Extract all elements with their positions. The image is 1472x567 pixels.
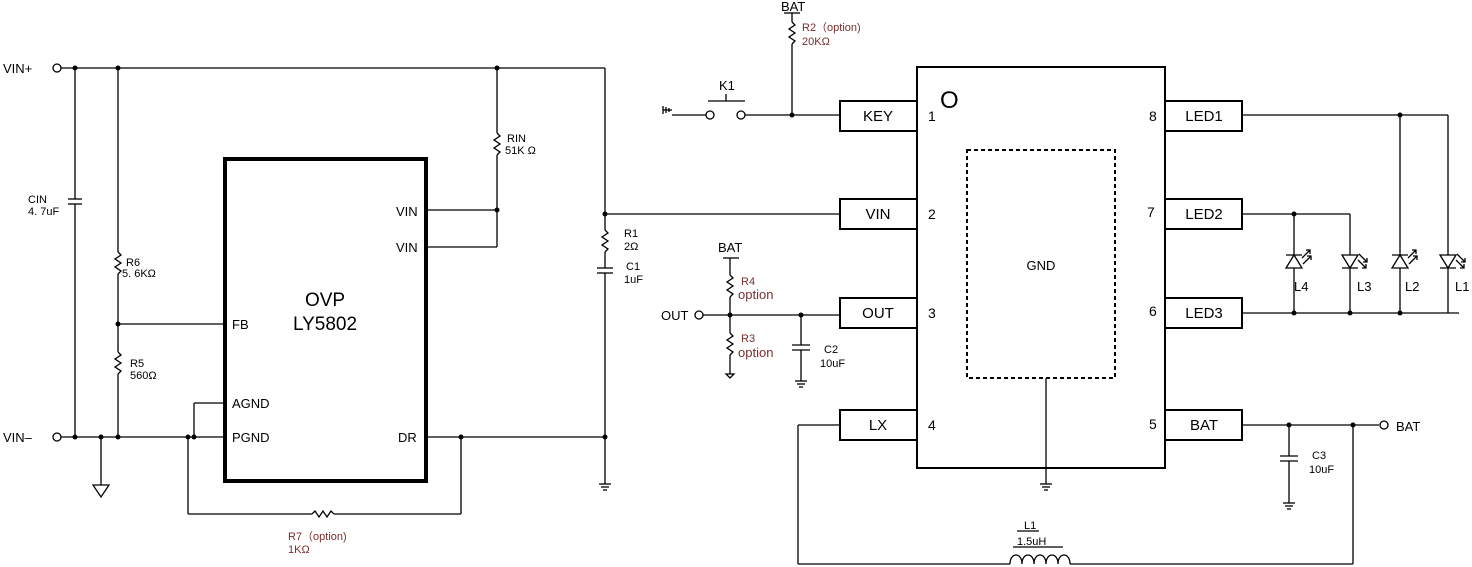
c3-value: 10uF [1309, 464, 1334, 476]
r2-value: 20KΩ [802, 36, 830, 48]
r7-ref: R7（option) [288, 530, 347, 543]
k1-contact-right [736, 110, 746, 120]
led-l1-icon [1438, 254, 1458, 270]
r2-ref: R2（option) [802, 21, 861, 34]
r3-ref: R3 [741, 333, 755, 345]
bat-mid-label: BAT [718, 240, 742, 255]
c2-ref: C2 [824, 344, 838, 356]
pin-num-6: 6 [1149, 303, 1157, 319]
led-l3-label: L3 [1357, 279, 1371, 294]
r6-value: 5. 6KΩ [122, 268, 156, 280]
ovp-pin-vin1: VIN [396, 204, 418, 219]
pin-num-5: 5 [1149, 416, 1157, 432]
driver-section: O GND KEY 1 VIN 2 OUT 3 LX 4 LED1 8 LED2… [661, 0, 1469, 565]
c1-value: 1uF [624, 274, 643, 286]
led-l2-icon [1390, 253, 1410, 269]
r7-value: 1KΩ [288, 544, 310, 556]
bat-right-terminal [1379, 420, 1389, 430]
pin-num-7: 7 [1147, 204, 1155, 220]
r4-ref: R4 [741, 276, 755, 288]
pin-led1: LED1 [1185, 108, 1223, 125]
driver-chip [916, 66, 1166, 469]
pin-out: OUT [862, 305, 894, 322]
led-l1-label: L1 [1455, 279, 1469, 294]
vin-minus-label: VIN– [3, 430, 33, 445]
ovp-pin-fb: FB [232, 317, 249, 332]
r1-value: 2Ω [624, 241, 638, 253]
c2-value: 10uF [820, 358, 845, 370]
pin-num-2: 2 [928, 206, 936, 222]
led-l3-icon [1340, 254, 1360, 270]
led-l4-label: L4 [1294, 279, 1308, 294]
c3-ref: C3 [1312, 450, 1326, 462]
pin-key: KEY [863, 108, 893, 125]
vin-minus-terminal [52, 432, 62, 442]
ovp-pin-vin2: VIN [396, 240, 418, 255]
cin-ref: CIN [28, 194, 47, 206]
out-terminal [694, 310, 704, 320]
cin-value: 4. 7uF [28, 206, 59, 218]
bat-right-label: BAT [1396, 419, 1420, 434]
r5-value: 560Ω [130, 370, 157, 382]
gnd-pad-label: GND [1027, 258, 1056, 273]
chip-marker: O [940, 87, 959, 114]
pin-num-3: 3 [928, 305, 936, 321]
c1-ref: C1 [626, 261, 640, 273]
inductor-icon [1009, 554, 1071, 565]
l1-ref: L1 [1024, 520, 1036, 532]
led-l2-label: L2 [1405, 279, 1419, 294]
pin-num-4: 4 [928, 417, 936, 433]
led-l4-icon [1284, 253, 1304, 269]
pin-led3: LED3 [1185, 305, 1223, 322]
gnd-pad [966, 149, 1116, 379]
out-label: OUT [661, 308, 689, 323]
pin-num-8: 8 [1149, 108, 1157, 124]
r5-ref: R5 [130, 358, 144, 370]
r6-ref: R6 [126, 257, 140, 269]
r1-ref: R1 [624, 228, 638, 240]
k1-contact-left [705, 110, 715, 120]
rin-ref: RIN [507, 133, 526, 145]
ovp-chip-part: LY5802 [293, 314, 357, 335]
r3-value: option [738, 345, 773, 360]
vin-plus-terminal [52, 63, 62, 73]
l1-value: 1.5uH [1017, 536, 1046, 548]
vin-plus-label: VIN+ [3, 61, 32, 76]
k1-ref: K1 [719, 78, 735, 93]
ovp-pin-pgnd: PGND [232, 430, 270, 445]
ovp-pin-agnd: AGND [232, 396, 270, 411]
bat-top-label: BAT [781, 0, 805, 14]
ovp-section: VIN+ VIN– CIN 4. 7uF R6 5. 6KΩ [3, 61, 840, 556]
r4-value: option [738, 287, 773, 302]
ovp-chip-name: OVP [305, 290, 345, 311]
pin-num-1: 1 [928, 108, 936, 124]
ovp-pin-dr: DR [398, 430, 417, 445]
ovp-chip [223, 157, 428, 483]
pin-lx: LX [869, 417, 887, 434]
pin-led2: LED2 [1185, 206, 1223, 223]
rin-value: 51K Ω [505, 145, 536, 157]
pin-vin: VIN [865, 206, 890, 223]
ground-icon [91, 484, 111, 499]
pin-bat: BAT [1190, 417, 1218, 434]
